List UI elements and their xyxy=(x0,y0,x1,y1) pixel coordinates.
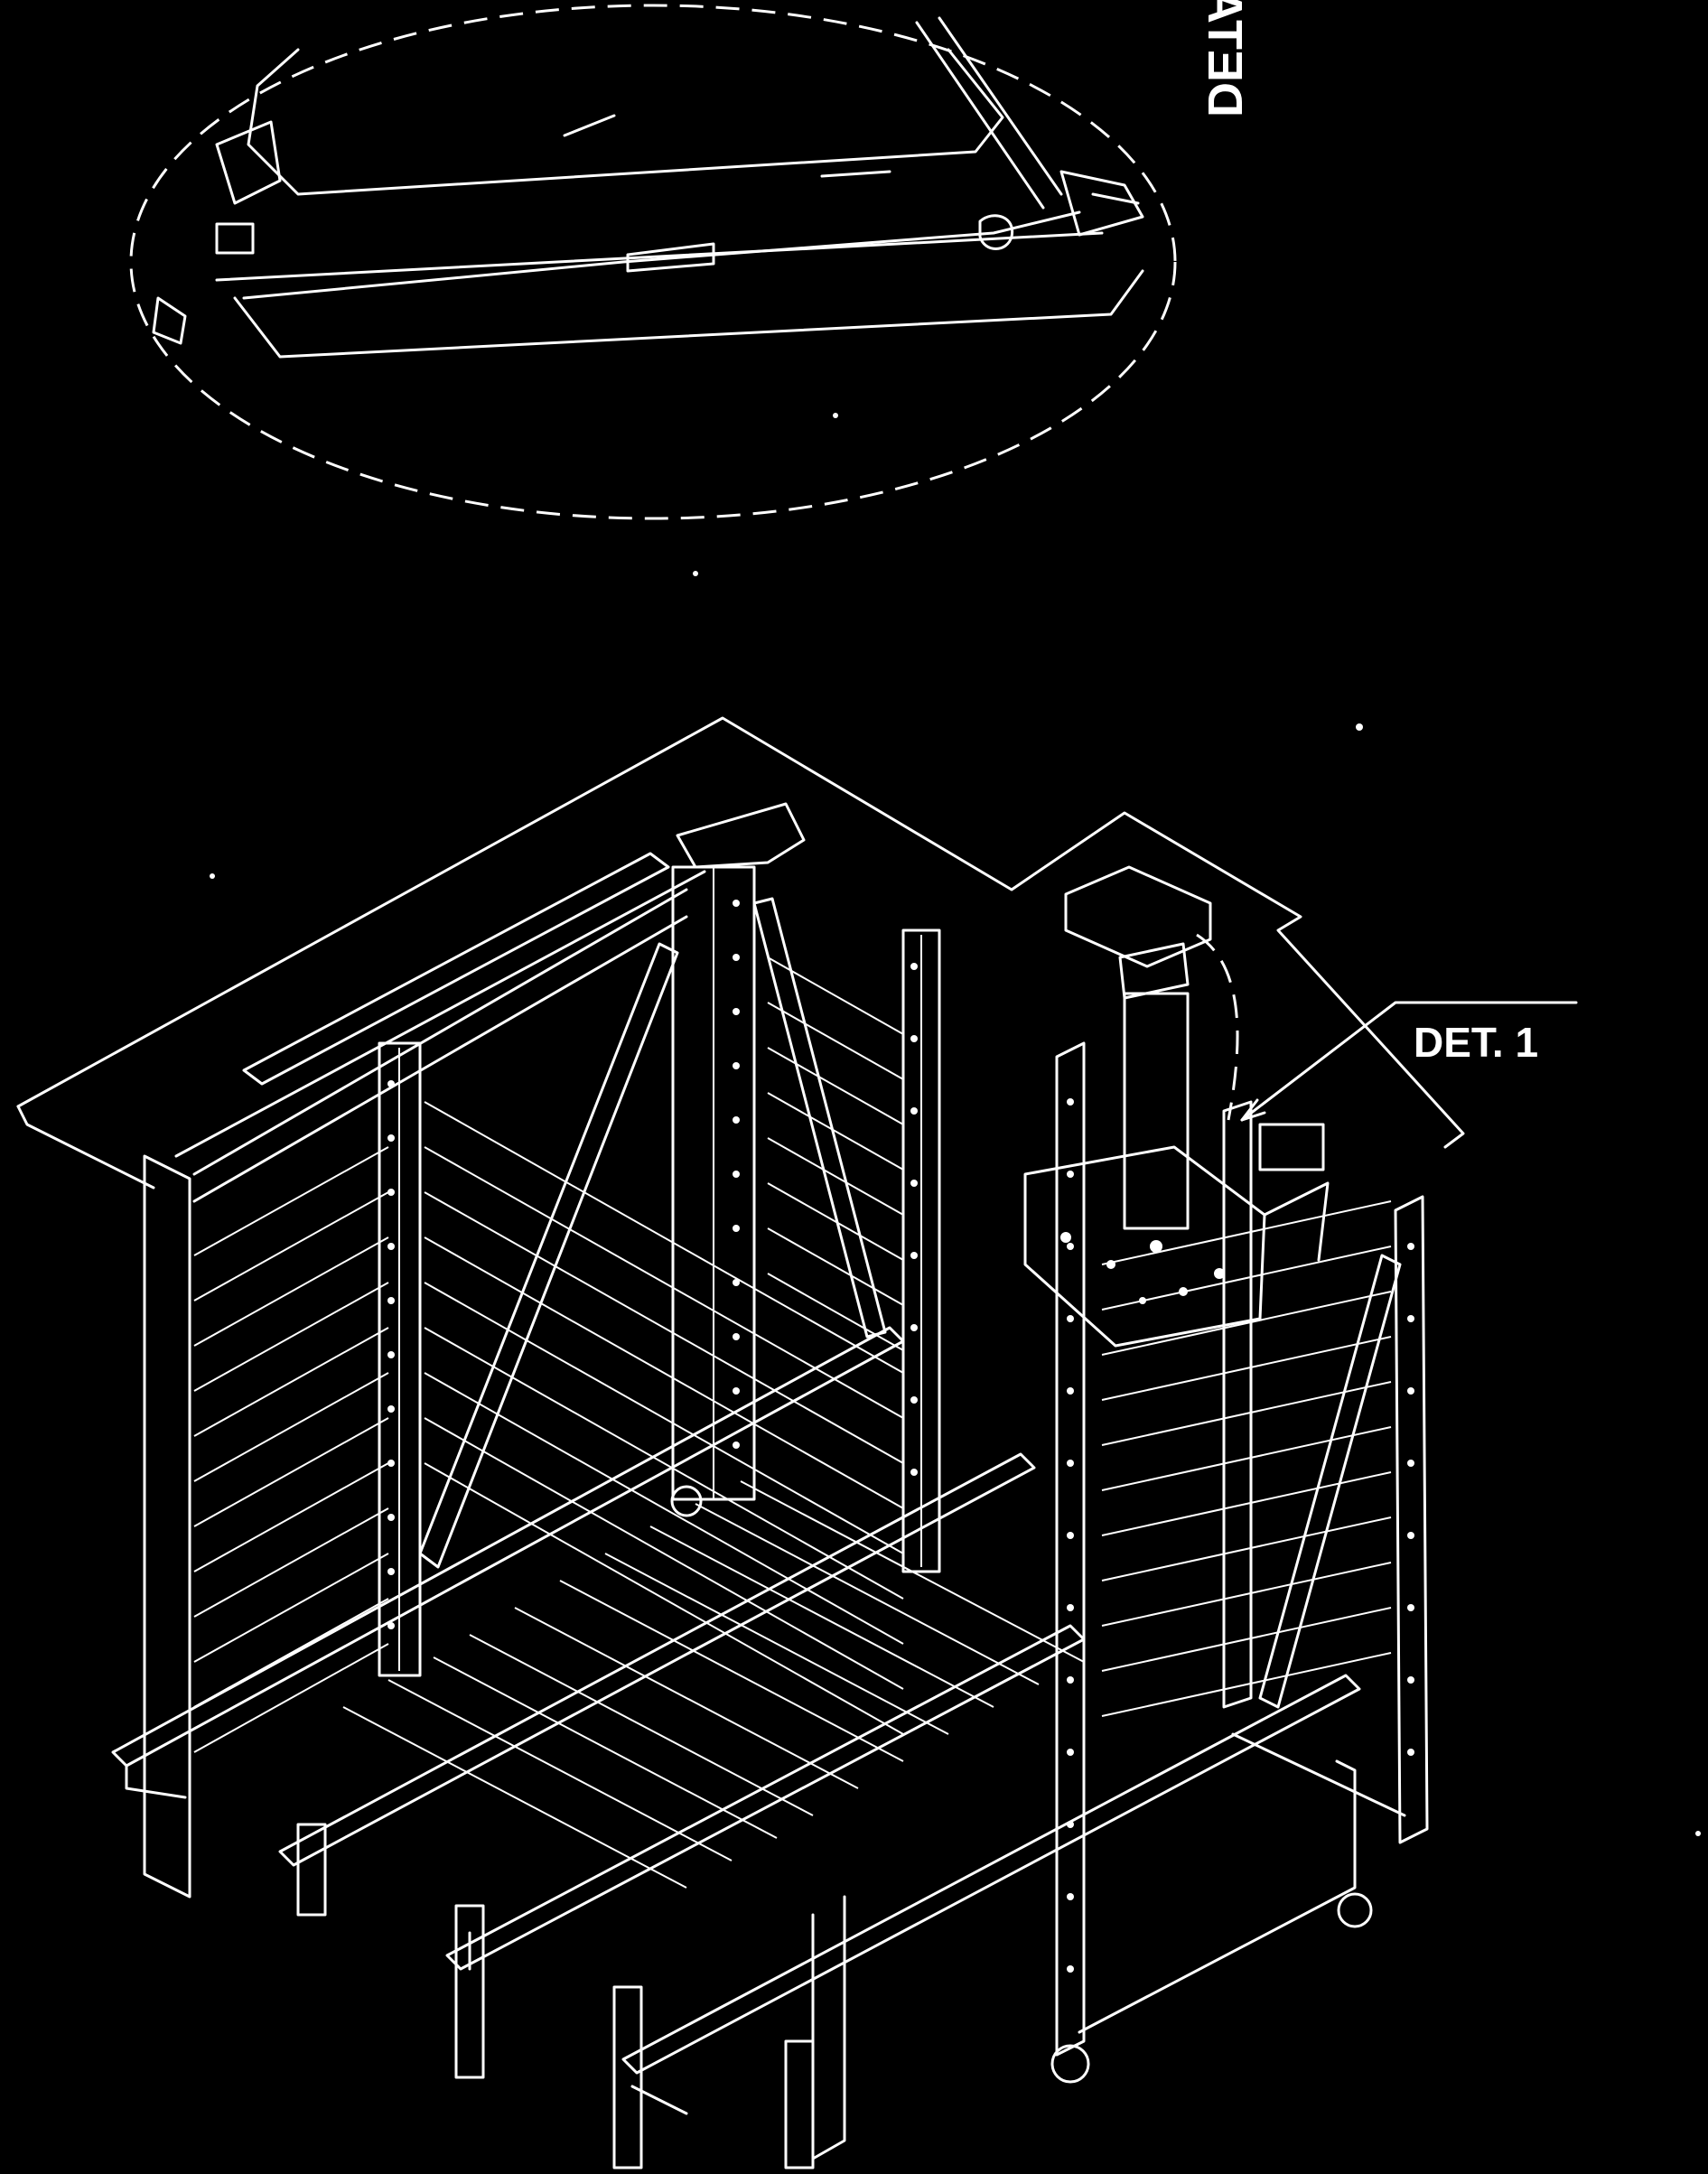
formwork-assembly xyxy=(16,716,1465,2169)
detail-callout: DET. 1 xyxy=(1196,933,1578,1122)
detail-bracket-right xyxy=(1059,170,1144,237)
detail-title: DETAIL 1 xyxy=(1198,0,1252,117)
detail-1-view xyxy=(129,4,1177,520)
detail-1-boundary xyxy=(129,4,1177,520)
right-wall-lagging xyxy=(1101,1200,1392,1717)
right-column-with-capital xyxy=(1050,865,1253,2084)
detail-tie-rod xyxy=(242,210,1081,300)
top-slab xyxy=(16,716,1465,1149)
back-wall-lagging xyxy=(424,956,904,1735)
soldier-left-front xyxy=(378,1041,422,1677)
detail-bracket-left xyxy=(215,120,282,205)
left-panel-lagging xyxy=(193,1146,389,1753)
bottom-beams xyxy=(111,1326,1361,2115)
top-waler-left xyxy=(242,852,670,1086)
left-wall-panel xyxy=(143,1154,191,1899)
diagonal-brace-center xyxy=(752,897,887,1339)
detail-beam-lower xyxy=(233,269,1144,359)
callout-leader-line xyxy=(1240,1001,1578,1122)
lower-posts xyxy=(296,1823,846,2169)
soldier-center-right xyxy=(901,928,941,1573)
diagonal-brace-right xyxy=(1258,1254,1402,1709)
shore-head-block xyxy=(1023,1123,1330,1348)
callout-label: DET. 1 xyxy=(1414,1019,1538,1066)
soldier-center-post xyxy=(670,802,806,1517)
soldier-far-right xyxy=(1337,1195,1429,1928)
detail-beam-upper xyxy=(247,48,1004,196)
right-lower-frame xyxy=(1078,1759,1357,2034)
diagonal-brace-left xyxy=(418,942,679,1569)
floor-decking xyxy=(342,1480,1085,1889)
